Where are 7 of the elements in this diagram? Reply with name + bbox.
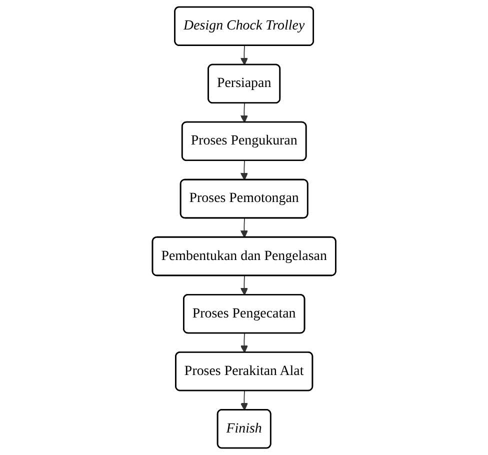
arrow [240, 332, 248, 353]
arrow [240, 390, 248, 410]
arrow [240, 218, 248, 238]
arrow [240, 102, 248, 123]
arrow [240, 275, 248, 296]
arrow [240, 45, 248, 66]
arrow [240, 160, 248, 180]
